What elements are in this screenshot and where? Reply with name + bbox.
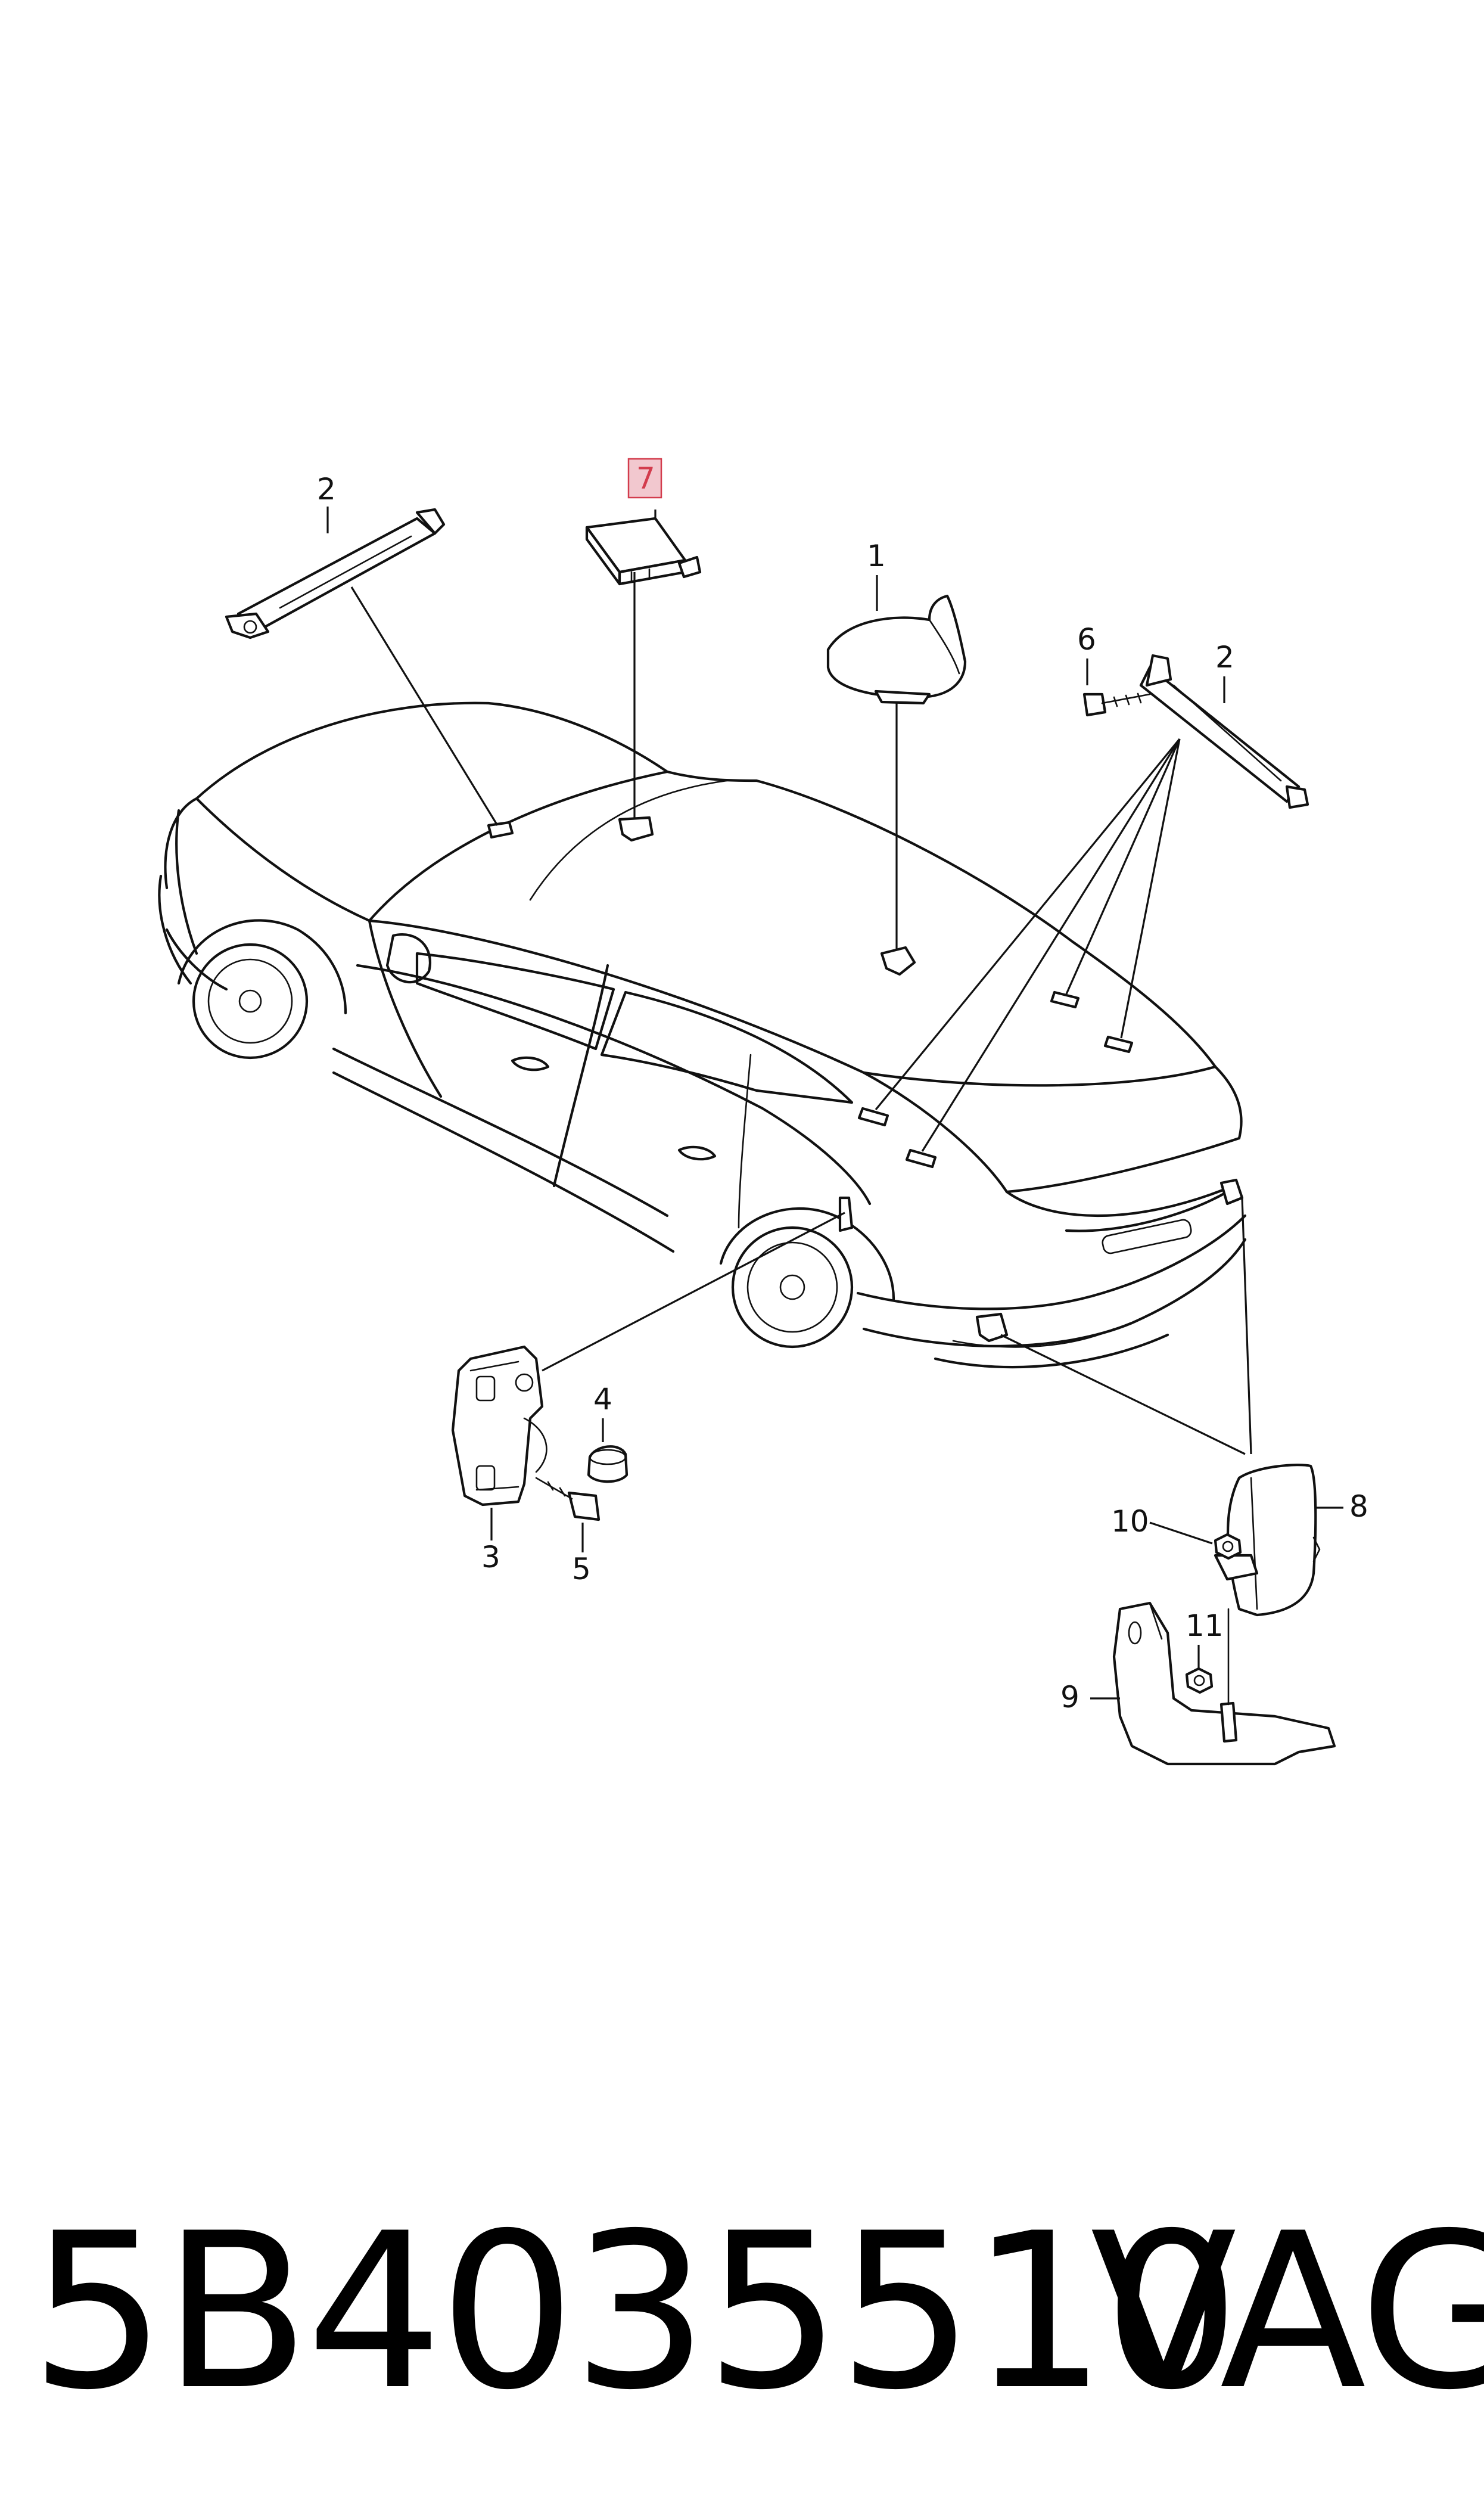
pad-bumper-left [975,1312,1009,1343]
pad-roof-front [487,821,514,839]
pad-bumper-right [1219,1178,1244,1206]
callout-3: 3 [481,1540,500,1574]
callout-2-left: 2 [317,472,336,507]
part-4-clip [587,1445,629,1483]
callout-2-right: 2 [1215,640,1234,675]
callout-8: 8 [1349,1489,1368,1524]
leader-lines [350,510,1252,1455]
callout-5: 5 [572,1552,591,1586]
callout-10: 10 [1111,1504,1149,1539]
pad-trunk-2 [905,1148,937,1169]
part-3-bracket [451,1345,547,1507]
pad-trunk-1 [857,1107,889,1127]
callout-4: 4 [593,1382,612,1417]
mount-points [487,816,1244,1343]
pad-rear-1 [1050,990,1080,1009]
part-number: 5B4035510 [30,2187,1240,2437]
callout-11: 11 [1186,1608,1224,1643]
callout-7-highlight [627,458,662,499]
car-illustration [158,701,1247,1369]
callout-7: 7 [636,461,655,496]
part-9-bracket [1112,1601,1336,1766]
callout-1: 1 [867,539,886,573]
callout-9: 9 [1060,1680,1079,1714]
pad-rear-2 [1103,1035,1134,1054]
pad-roof-module [618,816,654,842]
part-6-screw [1082,692,1151,717]
part-11-nut [1185,1667,1214,1694]
part-10-nut [1214,1533,1242,1560]
brand-label: VAG [1090,2187,1484,2437]
part-2-left-antenna-bar [225,508,446,639]
pad-antenna [880,946,916,976]
part-7-control-module [585,517,702,586]
part-2-right-antenna-bar [1139,654,1309,809]
part-1-roof-antenna [826,594,967,705]
callout-6: 6 [1077,622,1096,657]
callouts: 2 7 1 6 2 4 3 5 8 10 11 9 [317,458,1368,1714]
part-5-bolt [535,1477,601,1521]
pad-side [838,1196,854,1232]
